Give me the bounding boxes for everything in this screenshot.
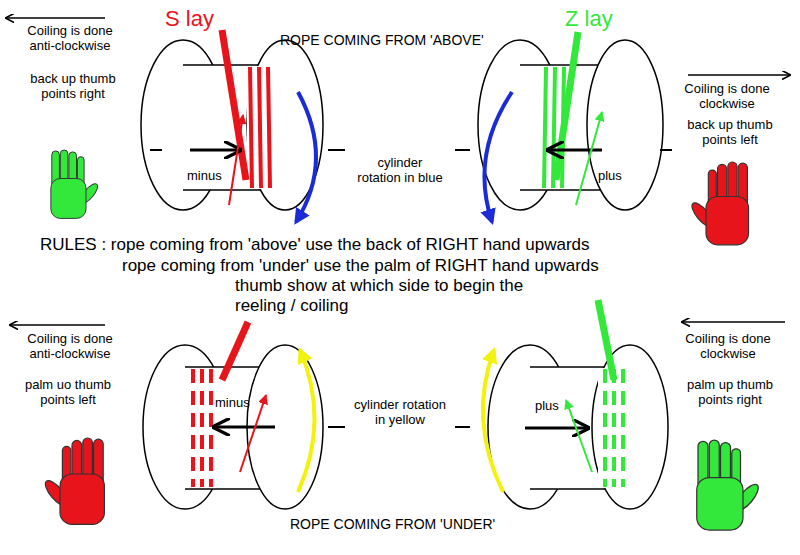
spool [143,345,323,509]
note-text: Coiling is done clockwise [672,82,782,112]
rope [598,300,614,380]
note-text: Coiling is done clockwise [672,332,784,362]
direction-arrow [566,400,592,472]
sign-text: minus [187,168,222,183]
note-text: Coiling is done anti-clockwise [14,332,126,362]
spool [141,40,323,210]
rope [222,322,248,380]
direction-arrow [576,112,602,205]
axis-arrow [548,149,602,152]
axis-arrow [190,149,240,152]
cylinder-body: minus [185,367,285,489]
coil-arrow [682,321,785,323]
hand [689,162,749,245]
winding [250,67,270,188]
rotation-arrow [484,92,512,222]
axis-arrow [214,426,275,429]
coil-arrow [6,17,105,19]
note-text: palm up thumb points right [680,378,780,408]
hand [697,440,762,530]
note-text: thumb show at which side to begin the re… [235,276,525,315]
rope [222,30,246,180]
note-text: palm uo thumb points left [18,378,118,408]
note-text: RULES : rope coming from 'above' use the… [40,235,740,255]
note-text: ROPE COMING FROM 'ABOVE' [280,32,520,48]
note-text: rope coming from 'under' use the palm of… [122,256,742,276]
rope [556,32,578,180]
lay-title: S lay [165,6,235,31]
sign-text: minus [215,395,250,410]
note-text: cylinder rotation in yellow [352,398,448,428]
note-text: back up thumb points left [680,118,780,148]
note-text: cylinder rotation in blue [355,156,445,186]
note-text: Coiling is done anti-clockwise [14,24,126,54]
spool [488,345,668,509]
rotation-arrow [298,350,315,492]
coil-arrow [10,324,105,326]
winding [193,369,211,487]
cylinder-body: minus [183,65,285,190]
coil-arrow [688,74,790,76]
lay-title: Z lay [565,6,635,31]
rotation-arrow [483,350,503,492]
cylinder-body: plus [530,367,630,489]
hand [42,438,105,524]
sign-text: plus [535,398,559,413]
rotation-arrow [296,92,316,222]
note-text: ROPE COMING FROM 'UNDER' [290,516,530,532]
hand [51,150,101,218]
axis-arrow [525,427,588,430]
note-text: back up thumb points right [28,72,118,102]
sign-text: plus [598,168,622,183]
cylinder-body: plus [520,65,625,190]
winding [605,369,623,487]
direction-arrow [229,115,243,205]
